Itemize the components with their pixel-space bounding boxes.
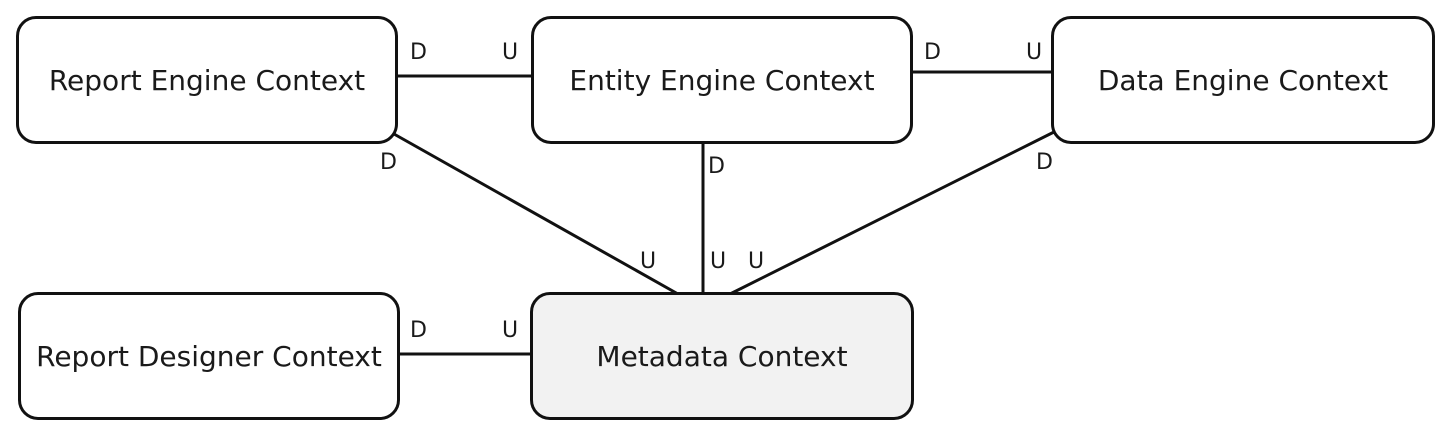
entity-engine-context-label: Entity Engine Context xyxy=(569,63,875,97)
role-label-u: U xyxy=(502,40,519,65)
role-label-d: D xyxy=(924,40,941,65)
role-label-d: D xyxy=(708,154,725,179)
role-label-d: D xyxy=(410,318,427,343)
role-label-u: U xyxy=(502,318,519,343)
role-label-u: U xyxy=(748,249,765,274)
role-label-u: U xyxy=(710,249,727,274)
role-label-u: U xyxy=(1026,40,1043,65)
role-label-d: D xyxy=(1036,150,1053,175)
report-designer-context-label: Report Designer Context xyxy=(36,339,382,373)
role-label-u: U xyxy=(640,249,657,274)
metadata-context-label: Metadata Context xyxy=(596,339,848,373)
data-engine-context-label: Data Engine Context xyxy=(1097,63,1389,97)
report-engine-context-label: Report Engine Context xyxy=(48,63,366,97)
metadata-context-box: Metadata Context xyxy=(530,292,914,420)
entity-engine-context-box: Entity Engine Context xyxy=(531,16,913,144)
connector-report-engine-metadata xyxy=(393,132,679,296)
connector-data-engine-metadata xyxy=(729,130,1055,296)
data-engine-context-box: Data Engine Context xyxy=(1051,16,1435,144)
report-engine-context-box: Report Engine Context xyxy=(16,16,398,144)
report-designer-context-box: Report Designer Context xyxy=(18,292,400,420)
role-label-d: D xyxy=(380,150,397,175)
role-label-d: D xyxy=(410,40,427,65)
